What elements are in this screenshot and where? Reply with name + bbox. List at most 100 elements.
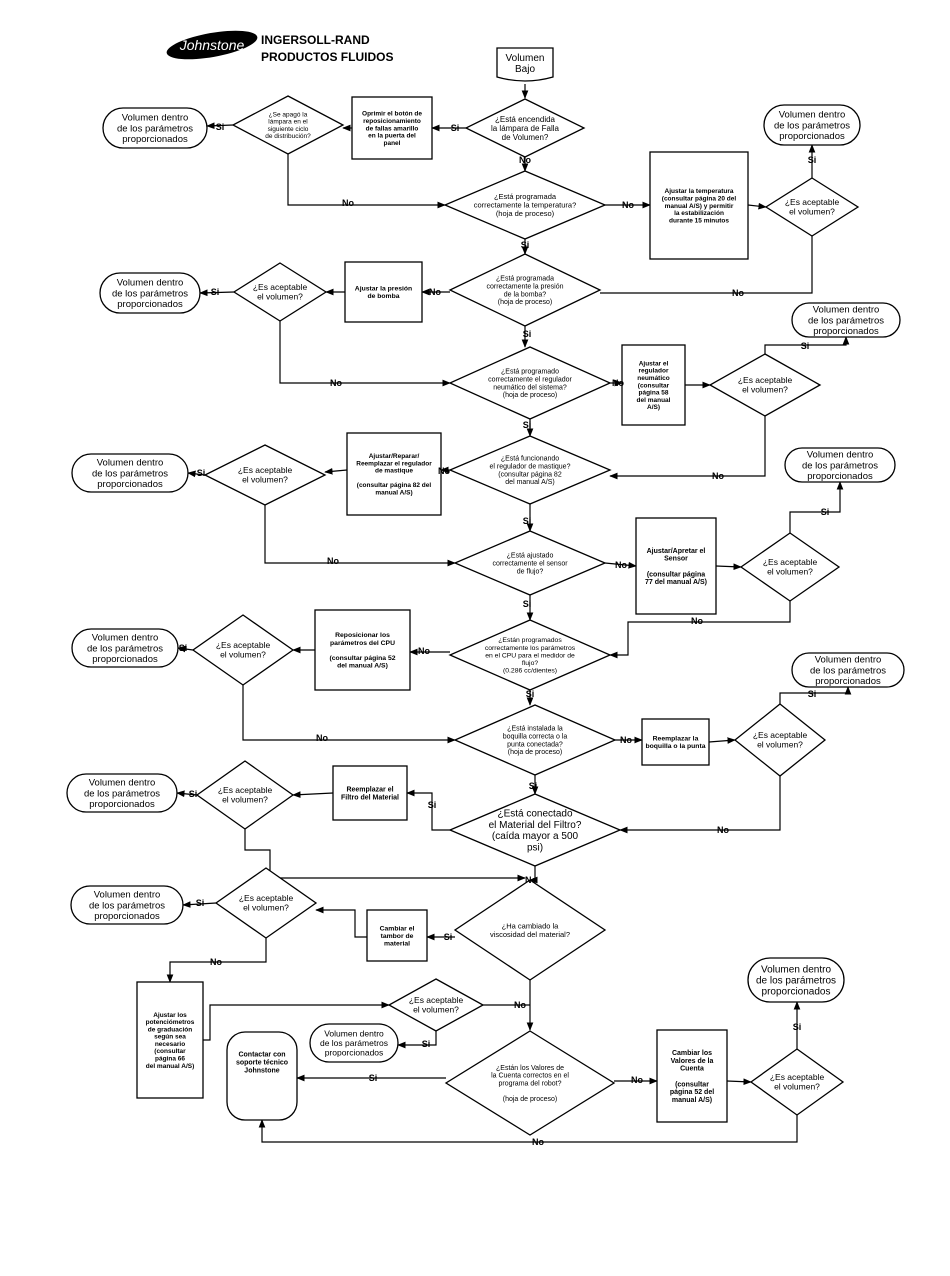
no-label-22: No	[691, 616, 703, 626]
no-label-38: No	[514, 1000, 526, 1010]
acceptable-sensor-no-to-cpu	[609, 601, 791, 659]
filter-no-to-viscosity	[529, 866, 538, 884]
yes-label-27: Si	[526, 689, 535, 699]
acceptable-counts-no-to-contact	[258, 1115, 798, 1143]
no-label-43: No	[532, 1137, 544, 1147]
johnstone-logo: Johnstone	[166, 30, 258, 60]
sensor-no-to-box	[604, 561, 637, 569]
no-label-4: No	[622, 200, 634, 210]
box-to-acceptable-sensor	[715, 563, 742, 571]
acceptable-yes-end-5	[187, 470, 206, 478]
box-to-acceptable-nozzle	[708, 737, 736, 744]
yes-label-40: Si	[369, 1073, 378, 1083]
lamp-off-yes-to-end	[206, 122, 234, 130]
no-label-34: No	[525, 875, 537, 885]
drum-to-acceptable	[315, 906, 367, 938]
brand-line-1: INGERSOLL-RAND	[261, 33, 370, 47]
acceptable-no-to-pots	[166, 938, 267, 983]
yes-label-42: Si	[793, 1022, 802, 1032]
no-label-10: No	[330, 378, 342, 388]
no-label-14: No	[712, 471, 724, 481]
acceptable-air-no-to-mastic	[609, 416, 766, 480]
no-label-16: No	[438, 466, 450, 476]
yes-label-1: Si	[451, 123, 460, 133]
yes-label-19: Si	[523, 516, 532, 526]
yes-label-23: Si	[523, 599, 532, 609]
box-to-acceptable-counts	[726, 1078, 752, 1086]
acceptable-nozzle-yes-end	[779, 686, 852, 704]
yes-label-5: Si	[808, 155, 817, 165]
brand-line-2: PRODUCTOS FLUIDOS	[261, 50, 393, 64]
box-to-acceptable-mastic	[324, 467, 348, 475]
yes-label-13: Si	[801, 341, 810, 351]
pots-to-acceptable	[203, 1001, 390, 1041]
acceptable-yes-end-3	[199, 289, 235, 297]
filter-yes-to-box	[406, 789, 450, 831]
acceptable-no-to-nozzle	[242, 685, 456, 744]
acceptable-no-to-air	[279, 321, 451, 387]
no-label-18: No	[327, 556, 339, 566]
yes-label-15: Si	[523, 420, 532, 430]
lamp-off-no-to-temp	[287, 154, 446, 209]
yes-label-9: Si	[211, 287, 220, 297]
yes-label-35: Si	[444, 932, 453, 942]
no-label-8: No	[429, 287, 441, 297]
acceptable-nozzle-no-to-filter	[619, 776, 781, 834]
acceptable-pots-yes-end	[397, 1031, 437, 1049]
no-label-24: No	[418, 646, 430, 656]
no-label-26: No	[316, 733, 328, 743]
